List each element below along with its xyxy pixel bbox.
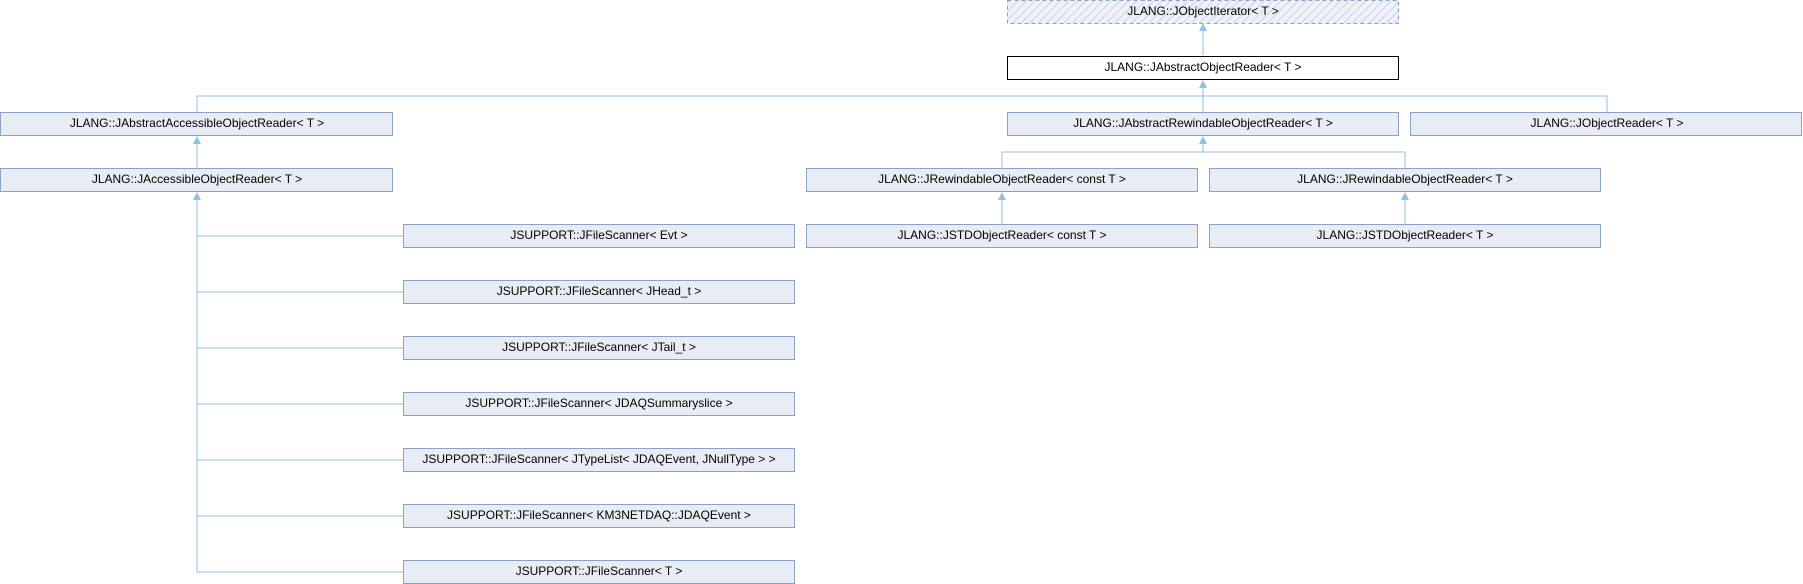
node-label: JSUPPORT::JFileScanner< Evt > [510,228,687,242]
node-jabstractobjectreader[interactable]: JLANG::JAbstractObjectReader< T > [1007,56,1399,80]
arrowhead-absaccessible [193,136,201,144]
node-jstdobjectreader-const-t[interactable]: JLANG::JSTDObjectReader< const T > [806,224,1198,248]
node-jobjectreader[interactable]: JLANG::JObjectReader< T > [1410,112,1802,136]
arrowhead-absrewindable [1199,136,1207,144]
node-jaccessibleobjectreader[interactable]: JLANG::JAccessibleObjectReader< T > [0,168,393,192]
inheritance-edges [193,23,1608,573]
arrowhead-absreader [1199,80,1207,88]
arrowhead-iter [1199,23,1207,31]
node-label: JLANG::JRewindableObjectReader< const T … [878,172,1126,186]
node-label: JSUPPORT::JFileScanner< KM3NETDAQ::JDAQE… [447,508,751,522]
node-label: JLANG::JObjectIterator< T > [1127,4,1279,18]
edge-children-absreader [196,81,1608,112]
node-label: JLANG::JSTDObjectReader< T > [1317,228,1494,242]
node-jfilescanner-evt[interactable]: JSUPPORT::JFileScanner< Evt > [403,224,795,248]
node-jfilescanner-jtypelist[interactable]: JSUPPORT::JFileScanner< JTypeList< JDAQE… [403,448,795,472]
node-label: JLANG::JSTDObjectReader< const T > [898,228,1107,242]
node-jfilescanner-jhead[interactable]: JSUPPORT::JFileScanner< JHead_t > [403,280,795,304]
node-jstdobjectreader-t[interactable]: JLANG::JSTDObjectReader< T > [1209,224,1601,248]
node-label: JLANG::JAccessibleObjectReader< T > [92,172,302,186]
node-label: JLANG::JAbstractRewindableObjectReader< … [1073,116,1333,130]
arrowhead-rewconst [998,192,1006,200]
node-label: JSUPPORT::JFileScanner< JTypeList< JDAQE… [422,452,775,466]
node-jrewindableobjectreader-const-t[interactable]: JLANG::JRewindableObjectReader< const T … [806,168,1198,192]
node-jrewindableobjectreader-t[interactable]: JLANG::JRewindableObjectReader< T > [1209,168,1601,192]
node-jfilescanner-jtail[interactable]: JSUPPORT::JFileScanner< JTail_t > [403,336,795,360]
node-label: JLANG::JAbstractAccessibleObjectReader< … [70,116,324,130]
arrowhead-rewt [1401,192,1409,200]
node-label: JLANG::JAbstractObjectReader< T > [1105,60,1302,74]
node-jabstractrewindableobjectreader[interactable]: JLANG::JAbstractRewindableObjectReader< … [1007,112,1399,136]
node-jobjectiterator[interactable]: JLANG::JObjectIterator< T > [1007,0,1399,24]
node-label: JLANG::JObjectReader< T > [1531,116,1684,130]
node-label: JSUPPORT::JFileScanner< T > [516,564,683,578]
edge-filescanners-accessible [196,193,403,573]
node-label: JSUPPORT::JFileScanner< JDAQSummaryslice… [465,396,732,410]
node-label: JLANG::JRewindableObjectReader< T > [1297,172,1513,186]
node-jfilescanner-km3netdaq-jdaqevent[interactable]: JSUPPORT::JFileScanner< KM3NETDAQ::JDAQE… [403,504,795,528]
node-jfilescanner-t[interactable]: JSUPPORT::JFileScanner< T > [403,560,795,584]
node-label: JSUPPORT::JFileScanner< JHead_t > [497,284,702,298]
node-jabstractaccessibleobjectreader[interactable]: JLANG::JAbstractAccessibleObjectReader< … [0,112,393,136]
arrowhead-accessible [193,192,201,200]
node-jfilescanner-jdaqsummaryslice[interactable]: JSUPPORT::JFileScanner< JDAQSummaryslice… [403,392,795,416]
node-label: JSUPPORT::JFileScanner< JTail_t > [502,340,696,354]
